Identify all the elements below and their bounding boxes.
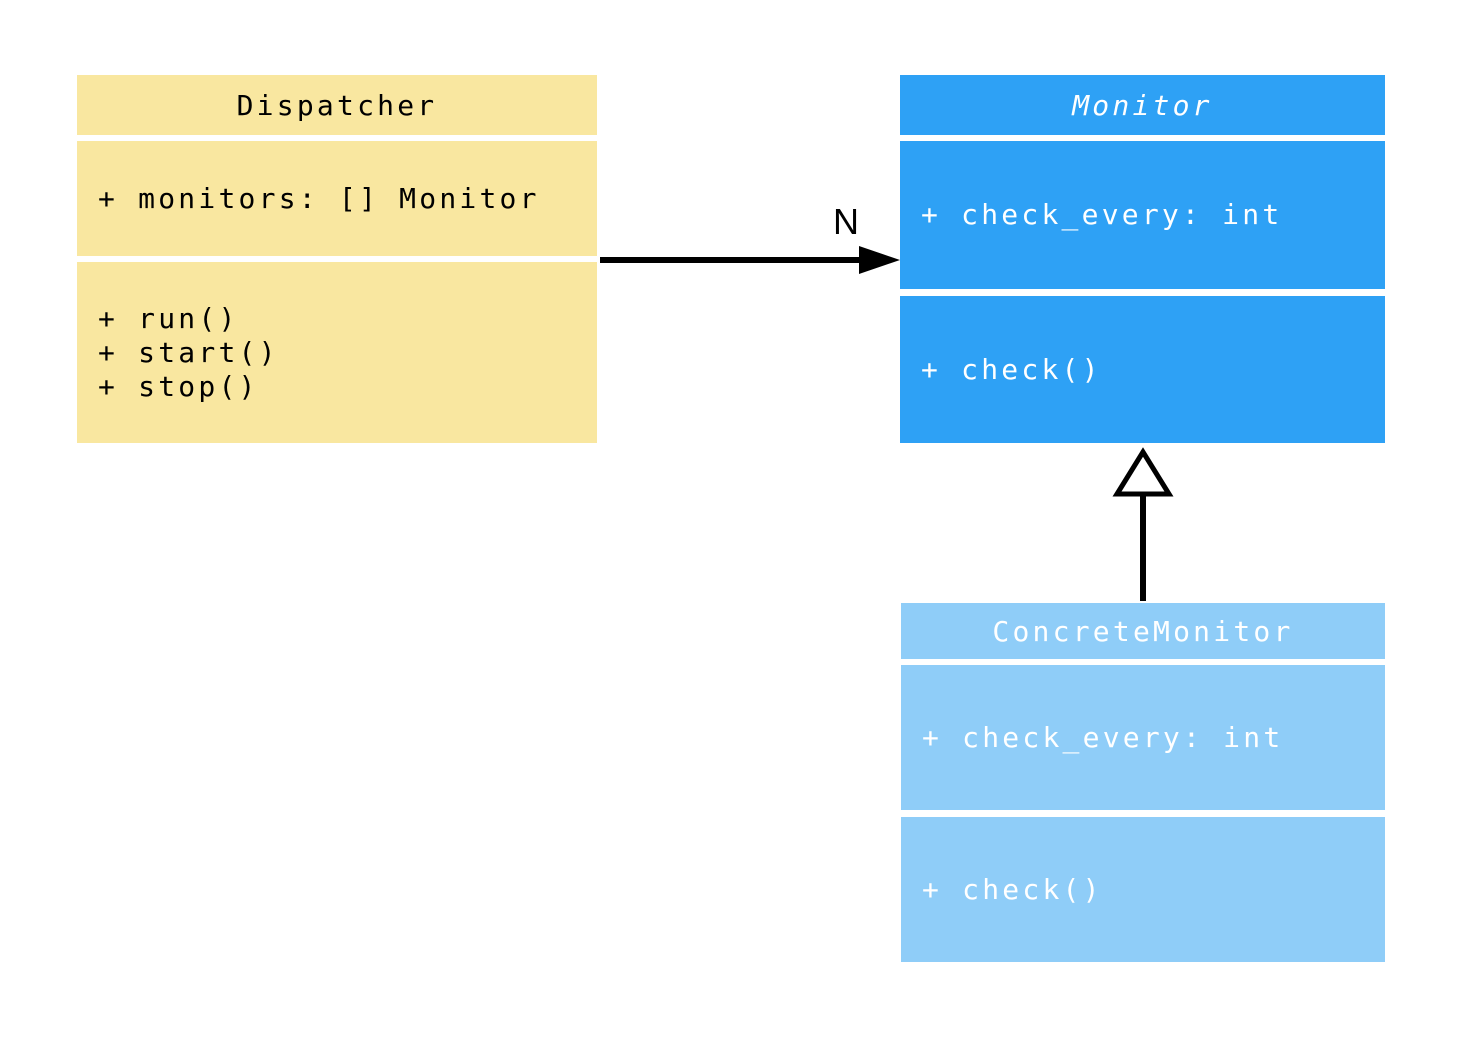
class-attributes-concrete-monitor: + check_every: int (901, 665, 1385, 810)
method-line: + stop() (98, 369, 259, 403)
generalization-arrow (1112, 447, 1174, 601)
method-line: + check() (921, 352, 1102, 386)
class-box-dispatcher: Dispatcher + monitors: [] Monitor + run(… (77, 75, 597, 443)
attribute-line: + monitors: [] Monitor (98, 181, 540, 215)
class-methods-monitor: + check() (900, 296, 1385, 443)
class-title-concrete-monitor: ConcreteMonitor (901, 603, 1385, 659)
class-attributes-dispatcher: + monitors: [] Monitor (77, 141, 597, 256)
class-methods-dispatcher: + run() + start() + stop() (77, 262, 597, 443)
association-multiplicity-label: N (833, 201, 859, 242)
method-line: + check() (922, 872, 1103, 906)
class-box-monitor: Monitor + check_every: int + check() (900, 75, 1385, 443)
class-methods-concrete-monitor: + check() (901, 817, 1385, 962)
attribute-line: + check_every: int (921, 198, 1283, 231)
attribute-line: + check_every: int (922, 720, 1284, 754)
class-box-concrete-monitor: ConcreteMonitor + check_every: int + che… (901, 603, 1385, 962)
method-line: + run() (98, 301, 239, 335)
class-attributes-monitor: + check_every: int (900, 141, 1385, 289)
class-title-monitor: Monitor (900, 75, 1385, 135)
method-line: + start() (98, 335, 279, 369)
class-title-dispatcher: Dispatcher (77, 75, 597, 135)
association-arrow (600, 246, 900, 274)
